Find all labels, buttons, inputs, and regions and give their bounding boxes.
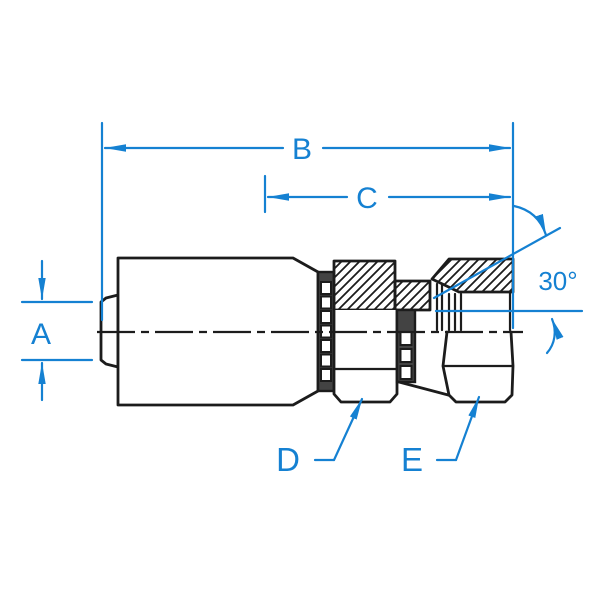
dim-label-b: B — [292, 133, 312, 166]
seat-angle-annotation: 30° — [432, 204, 584, 355]
leader-e: E — [401, 395, 481, 478]
nipple-nose-lines — [435, 282, 444, 332]
dimension-a: A — [20, 259, 94, 402]
dim-label-a: A — [31, 318, 51, 351]
nipple-step-section — [393, 279, 432, 312]
dimension-annotations: B C A 30° D — [20, 121, 584, 478]
swivel-nut-e-outline — [441, 330, 515, 404]
nut-chamfer-cone-line — [397, 380, 454, 398]
angle-label-30: 30° — [538, 266, 577, 296]
nut-hex-corner-band — [395, 308, 417, 384]
nipple-collar-section — [332, 259, 397, 312]
leader-d: D — [276, 397, 364, 478]
dimension-c: C — [266, 182, 512, 215]
seat-angle-line — [432, 226, 562, 300]
dim-label-c: C — [356, 182, 378, 215]
fitting-drawing — [97, 256, 523, 407]
dim-label-e: E — [401, 441, 423, 478]
seat-face-arrow — [545, 317, 564, 355]
dim-label-d: D — [276, 441, 300, 478]
dimension-b: B — [103, 133, 512, 166]
swivel-nut-d-outline — [332, 308, 399, 404]
angle-arc-arrow — [512, 204, 548, 237]
